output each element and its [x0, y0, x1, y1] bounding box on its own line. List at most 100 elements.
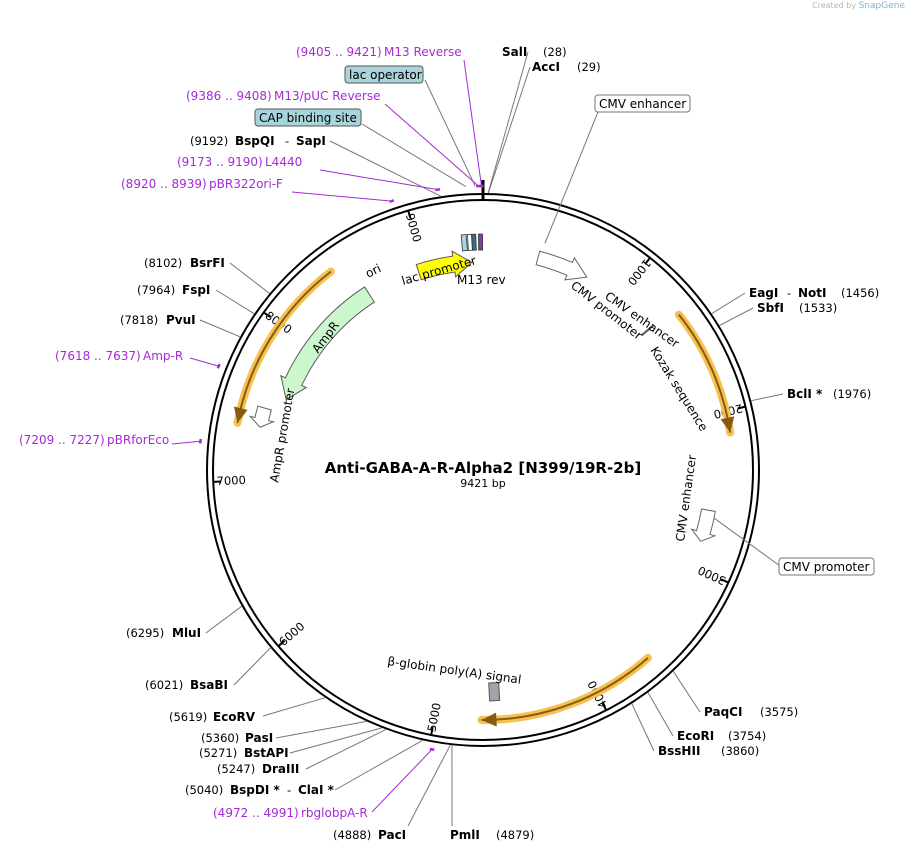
plasmid-backbone	[206, 180, 760, 747]
site-leader	[487, 51, 529, 194]
site-eagi: EagI	[749, 286, 778, 300]
site-bsshii-pos: (3860)	[721, 744, 759, 758]
site-ecori-pos: (3754)	[728, 729, 766, 743]
credit-prefix: Created by	[812, 1, 857, 10]
site-pvui-pos: (7818)	[120, 313, 158, 327]
feature-leader	[361, 123, 467, 187]
label-ampr-promoter: AmpR promoter	[267, 387, 297, 483]
site-ecori: EcoRI	[677, 729, 714, 743]
feature-arrows	[233, 233, 735, 727]
site-paqci: PaqCI	[704, 705, 742, 719]
orf-2-arrowhead	[481, 712, 497, 727]
site-pmli: PmlI	[450, 828, 480, 842]
polya-signal-box	[488, 681, 501, 702]
scale-tick-label: 7000	[216, 473, 246, 488]
site-bstapi: BstAPI	[244, 746, 289, 760]
site-leader	[631, 703, 655, 752]
site-leader	[205, 605, 243, 634]
site-paqci-pos: (3575)	[760, 705, 798, 719]
orf-2-highlight	[477, 653, 652, 724]
site-bspqi-pos: (9192)	[190, 134, 228, 148]
scale-tick-label: 6000	[276, 619, 307, 649]
scale-tick	[430, 726, 434, 736]
site-bsabi: BsaBI	[190, 678, 228, 692]
label-cmv-enhancer-2: CMV enhancer	[673, 454, 699, 542]
site-sbfi-pos: (1533)	[799, 301, 837, 315]
site-dash-sapi: -	[285, 134, 289, 148]
primer-pbrforeco-name: pBRforEco	[107, 433, 169, 447]
restriction-site-labels: SalI (28) AccI (29) EagI - NotI (1456) S…	[120, 45, 879, 842]
cmv-enhancer-2-arrow	[690, 508, 717, 542]
primer-marker	[429, 747, 435, 752]
site-bcli: BclI *	[787, 387, 823, 401]
site-leader	[672, 671, 701, 713]
site-pmli-pos: (4879)	[496, 828, 534, 842]
label-globin-polya: β-globin poly(A) signal	[387, 654, 523, 687]
site-leader	[751, 393, 784, 402]
site-bsshii: BssHII	[658, 744, 700, 758]
primer-pbrforeco-range: (7209 .. 7227)	[19, 433, 105, 447]
site-paci: PacI	[378, 828, 406, 842]
site-sali: SalI	[502, 45, 527, 59]
site-leader	[199, 319, 241, 338]
site-leader	[487, 66, 531, 194]
label-ori: ori	[363, 261, 383, 280]
site-leader	[305, 729, 387, 770]
site-leader	[711, 292, 746, 315]
site-pvui: PvuI	[166, 313, 196, 327]
site-leader	[275, 720, 367, 739]
ampr-arrow	[280, 286, 376, 401]
primer-m13-puc-name: M13/pUC Reverse	[274, 89, 381, 103]
orf-arrowhead	[720, 416, 735, 433]
cmv-enhancer-box-label: CMV enhancer	[599, 97, 686, 111]
site-bsabi-pos: (6021)	[145, 678, 183, 692]
site-paci-pos: (4888)	[333, 828, 371, 842]
leader-lines	[171, 51, 784, 827]
site-acci-pos: (29)	[577, 60, 601, 74]
ampr-promoter-arrow	[248, 405, 276, 428]
scale-tick	[407, 210, 412, 219]
primer-pbr322ori-name: pBR322ori-F	[209, 177, 283, 191]
site-leader	[262, 697, 326, 717]
site-leader	[719, 307, 754, 327]
site-leader	[233, 647, 271, 686]
site-leader	[229, 262, 270, 294]
site-leader	[407, 744, 451, 827]
feature-leader	[712, 517, 781, 567]
site-pasi: PasI	[245, 731, 273, 745]
kozak-marker	[640, 324, 655, 337]
feature-leader	[544, 111, 599, 244]
site-dash-noti: -	[787, 286, 791, 300]
site-sali-pos: (28)	[543, 45, 567, 59]
primer-rbglobpa-name: rbglobpA-R	[301, 806, 368, 820]
snapgene-credit: Created by SnapGene	[812, 1, 905, 11]
primer-l4440-range: (9173 .. 9190)	[177, 155, 263, 169]
primer-pbr322ori-range: (8920 .. 8939)	[121, 177, 207, 191]
feature-leader	[424, 79, 476, 187]
lac-operator-box	[344, 65, 424, 84]
primer-marker	[389, 199, 395, 204]
site-dash-clai: -	[287, 783, 291, 797]
site-fspi-pos: (7964)	[137, 283, 175, 297]
site-noti: NotI	[798, 286, 827, 300]
site-draiii-pos: (5247)	[217, 762, 255, 776]
site-draiii: DraIII	[262, 762, 299, 776]
label-m13-rev: M13 rev	[457, 273, 506, 287]
cmv-promoter-box	[778, 557, 875, 576]
primer-leader	[189, 357, 219, 367]
site-eagi-pos: (1456)	[841, 286, 879, 300]
scale-tick	[737, 405, 746, 410]
cmv-enhancer-arrow	[535, 250, 588, 281]
cmv-enhancer-box	[594, 94, 691, 113]
site-leader	[289, 727, 382, 754]
m13-rev-marker	[478, 233, 484, 251]
orf-2-arrow-line	[481, 657, 649, 721]
site-sbfi: SbfI	[757, 301, 784, 315]
cmv-promoter-box-label: CMV promoter	[783, 560, 870, 574]
scale-tick	[277, 640, 286, 647]
site-mlui: MluI	[172, 626, 201, 640]
ori-arrow	[415, 250, 473, 281]
scale-tick-label: 1000	[625, 256, 654, 288]
site-fspi: FspI	[182, 283, 210, 297]
site-ecorv: EcoRV	[213, 710, 256, 724]
